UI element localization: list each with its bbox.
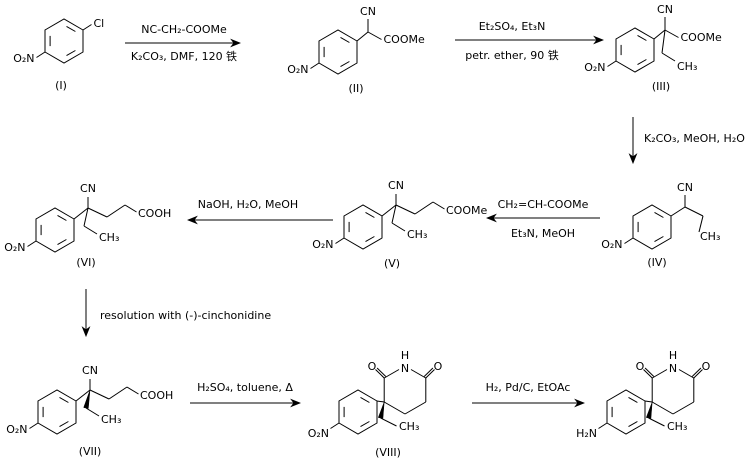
step-5-reagents-above: NaOH, H₂O, MeOH xyxy=(198,198,298,211)
compound-v: COOMe (V) xyxy=(312,179,487,270)
compound-ii: CN COOMe O₂N (II) xyxy=(287,5,425,95)
glutarimide-core xyxy=(331,349,443,434)
step-4-reagents-above: CH₂=CH-COOMe xyxy=(498,198,589,211)
methyl-label: CH₃ xyxy=(700,230,720,243)
step-6-reagents: resolution with (-)-cinchonidine xyxy=(100,309,271,322)
compound-iii: CN COOMe CH₃ O₂N (III) xyxy=(584,3,722,93)
amino-label: H₂N xyxy=(576,427,597,440)
reaction-step-5: NaOH, H₂O, MeOH xyxy=(186,198,333,225)
compound-vi: COOH (VI) xyxy=(4,182,171,269)
benzene-ring xyxy=(632,204,672,250)
acid-label: COOH xyxy=(138,207,171,220)
chloro-label: Cl xyxy=(94,17,105,30)
nitrile-acid-skeleton xyxy=(6,364,138,436)
ester-label: COOMe xyxy=(681,31,722,44)
nitrile-label: CN xyxy=(657,3,673,16)
step-4-reagents-below: Et₃N, MeOH xyxy=(511,227,575,240)
reaction-step-4: CH₂=CH-COOMe Et₃N, MeOH xyxy=(485,198,600,240)
nitro-label: O₂N xyxy=(287,63,308,76)
compound-viii-label: (VIII) xyxy=(375,446,401,459)
nitrile-label: CN xyxy=(360,5,376,18)
nitrile-label: CN xyxy=(677,181,693,194)
nitro-label: O₂N xyxy=(601,238,622,251)
compound-iii-bonds xyxy=(607,17,679,67)
reaction-step-1: NC-CH₂-COOMe K₂CO₃, DMF, 120 铁 xyxy=(125,23,242,63)
step-2-reagents-above: Et₂SO₄, Et₃N xyxy=(479,20,546,33)
reaction-step-8: H₂, Pd/C, EtOAc xyxy=(472,381,586,408)
nitro-label: O₂N xyxy=(13,52,34,65)
ester-label: COOMe xyxy=(384,33,425,46)
reaction-step-7: H₂SO₄, toluene, Δ xyxy=(190,381,302,408)
compound-v-label: (V) xyxy=(384,257,400,270)
compound-ii-bonds xyxy=(310,19,382,69)
reaction-step-3: K₂CO₃, MeOH, H₂O xyxy=(628,117,745,165)
compound-i-label: (I) xyxy=(55,79,67,92)
compound-final-product: H₂N xyxy=(576,349,711,440)
compound-vii-label: (VII) xyxy=(79,445,102,458)
nitro-label: O₂N xyxy=(584,61,605,74)
compound-iv-label: (IV) xyxy=(647,256,666,269)
glutarimide-core xyxy=(599,349,711,434)
nitrile-acid-skeleton xyxy=(4,182,136,254)
ester-label: COOMe xyxy=(446,204,487,217)
compound-i-bonds xyxy=(36,24,92,58)
step-2-reagents-below: petr. ether, 90 铁 xyxy=(465,49,558,62)
reaction-step-6: resolution with (-)-cinchonidine xyxy=(81,289,271,338)
compound-vii: COOH (VII) xyxy=(6,364,173,458)
step-1-reagents-above: NC-CH₂-COOMe xyxy=(141,23,227,36)
step-8-reagents-above: H₂, Pd/C, EtOAc xyxy=(486,381,571,394)
compound-iv: CN CH₃ O₂N (IV) xyxy=(601,181,720,269)
step-7-reagents-above: H₂SO₄, toluene, Δ xyxy=(197,381,293,394)
compound-vi-label: (VI) xyxy=(76,256,95,269)
reaction-step-2: Et₂SO₄, Et₃N petr. ether, 90 铁 xyxy=(455,20,605,62)
step-3-reagents: K₂CO₃, MeOH, H₂O xyxy=(644,132,745,145)
stereo-wedge-bond xyxy=(83,389,91,409)
methyl-label: CH₃ xyxy=(677,60,697,73)
nitro-label: O₂N xyxy=(308,427,329,440)
ethyl-bond xyxy=(83,207,89,227)
nitrile-acid-skeleton xyxy=(312,179,444,251)
compound-iii-label: (III) xyxy=(652,80,670,93)
compound-viii: O₂N (VIII) xyxy=(308,349,443,459)
ethyl-bond xyxy=(391,204,397,224)
compound-i: Cl O₂N (I) xyxy=(13,17,104,92)
benzene-ring xyxy=(318,29,358,75)
compound-iv-bonds xyxy=(624,195,704,244)
benzene-ring xyxy=(615,27,655,73)
acid-label: COOH xyxy=(140,389,173,402)
step-1-reagents-below: K₂CO₃, DMF, 120 铁 xyxy=(131,50,237,63)
compound-ii-label: (II) xyxy=(348,82,363,95)
benzene-ring xyxy=(44,18,84,64)
